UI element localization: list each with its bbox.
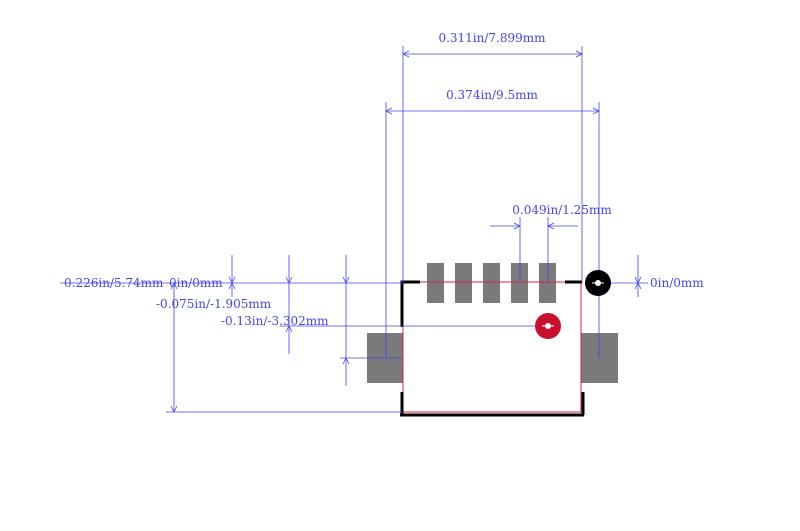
silkscreen-outline: [400, 280, 585, 417]
label-origin-right: 0in/0mm: [650, 276, 704, 290]
mounting-pad-right: [581, 333, 618, 383]
label-pad-offset: -0.075in/-1.905mm: [156, 297, 272, 311]
pin1-marker-icon: [535, 313, 561, 339]
silk-top-left: [400, 280, 420, 327]
label-pitch: 0.049in/1.25mm: [512, 203, 612, 217]
signal-pad-5: [539, 263, 556, 303]
label-height-overall: 0.226in/5.74mm: [64, 276, 164, 290]
label-origin-y: 0in/0mm: [169, 276, 223, 290]
dimension-lines: [60, 46, 648, 413]
signal-pad-1: [427, 263, 444, 303]
signal-pad-3: [483, 263, 500, 303]
courtyard-outline: [402, 281, 582, 413]
dimension-arrows: [170, 50, 642, 413]
label-width-top: 0.311in/7.899mm: [438, 31, 546, 45]
dimension-labels: 0.311in/7.899mm 0.374in/9.5mm 0.049in/1.…: [64, 31, 704, 328]
label-pin1-offset: -0.13in/-3.302mm: [221, 314, 329, 328]
crosshair-origin-icon: [585, 270, 611, 296]
signal-pad-4: [511, 263, 528, 303]
label-width-overall: 0.374in/9.5mm: [446, 88, 538, 102]
signal-pad-2: [455, 263, 472, 303]
signal-pads: [427, 263, 556, 303]
